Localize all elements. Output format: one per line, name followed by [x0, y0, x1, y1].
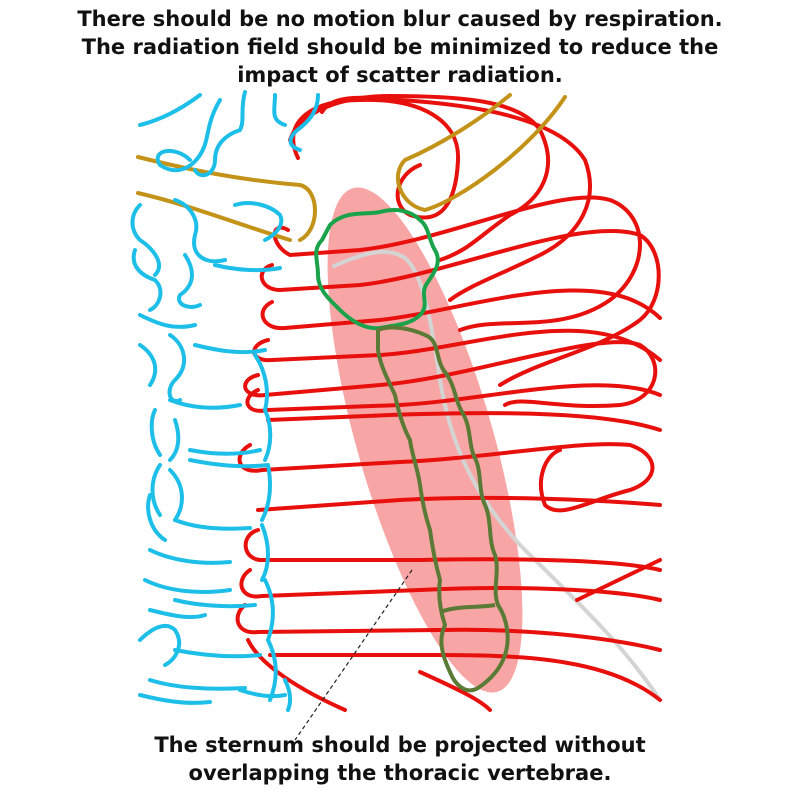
rib-15	[235, 603, 662, 652]
ribs	[235, 94, 662, 712]
vertebra-11	[143, 578, 275, 642]
bottom-caption-line-2: overlapping the thoracic vertebrae.	[188, 761, 612, 785]
vertebra-12	[138, 623, 278, 705]
rib-16	[246, 638, 347, 712]
vertebra-7	[138, 343, 269, 412]
top-caption: There should be no motion blur caused by…	[0, 5, 800, 89]
radiation-field	[327, 187, 523, 693]
vertebra-2	[193, 90, 287, 178]
rib-6	[260, 288, 662, 331]
vertebra-9	[150, 458, 272, 522]
rib-9	[245, 383, 662, 413]
rib-10	[266, 411, 662, 432]
rib-19	[575, 558, 662, 602]
manubrium	[314, 208, 440, 331]
rib-18	[418, 670, 492, 712]
vertebra-10	[146, 493, 270, 582]
vertebra-4	[130, 198, 284, 277]
bottom-caption: The sternum should be projected without …	[0, 731, 800, 787]
clavicle-arm	[395, 93, 567, 212]
bottom-caption-line-1: The sternum should be projected without	[154, 733, 646, 757]
vertebra-5	[131, 248, 282, 312]
top-caption-line-2: The radiation field should be minimized …	[81, 35, 719, 59]
vertebra-3	[288, 93, 320, 152]
vertebra-13	[238, 678, 293, 712]
rib-4	[272, 195, 642, 332]
rib-17	[268, 653, 662, 702]
rib-14	[239, 568, 662, 602]
pointer-line	[294, 569, 413, 741]
clavicle-front	[136, 155, 317, 242]
top-caption-line-1: There should be no motion blur caused by…	[77, 7, 723, 31]
rib-13	[243, 528, 662, 572]
rib-3	[320, 95, 592, 302]
rib-2	[288, 94, 551, 262]
sternum-body	[376, 325, 510, 693]
top-caption-line-3: impact of scatter radiation.	[237, 63, 563, 87]
vertebra-8	[149, 408, 273, 462]
vertebra-1	[138, 93, 222, 173]
thoracic-vertebrae	[130, 90, 320, 712]
skin-line	[332, 249, 662, 702]
clavicle-back	[136, 191, 292, 242]
rib-11	[237, 442, 655, 513]
